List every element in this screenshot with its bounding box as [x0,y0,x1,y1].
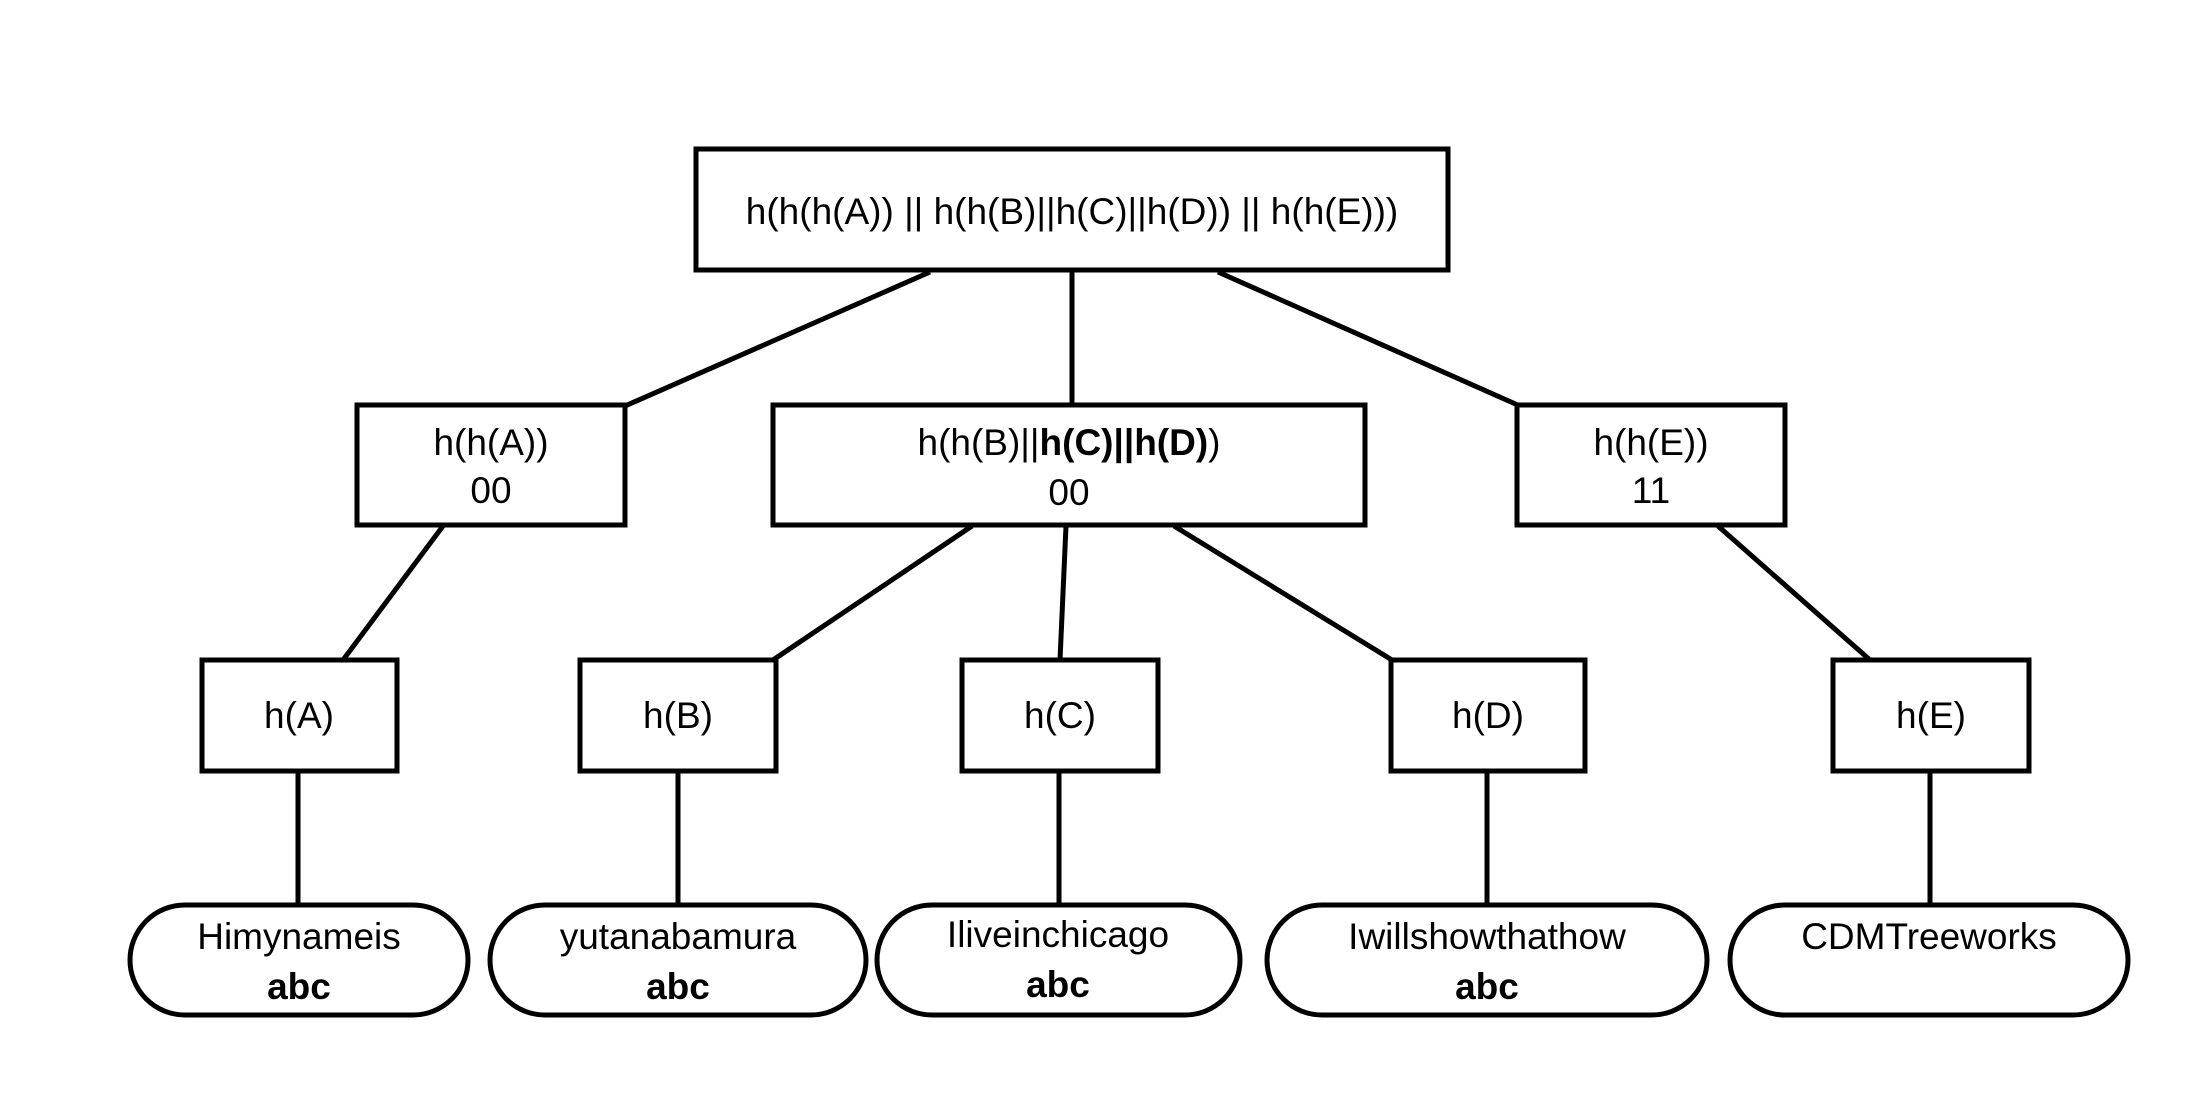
leaf-node-a: Himynameis abc [127,902,471,1018]
leaf-e-box [1727,902,2131,1018]
mid-a-label: h(h(A)) [433,422,548,463]
edge-root-to-mid-e [1216,269,1522,409]
mid-a-box [354,402,628,528]
edge-mid-e-to-hash-e [1716,524,1872,662]
edge-mid-bcd-to-hash-c [1057,525,1069,661]
root-label: h(h(h(A)) || h(h(B)||h(C)||h(D)) || h(h(… [746,191,1398,232]
mid-node-e: h(h(E)) 11 [1514,402,1788,528]
edge-mid-a-to-hash-a [340,524,446,662]
hash-node-b: h(B) [577,657,779,774]
mid-a-bits: 00 [470,470,511,511]
leaf-a-box [127,902,471,1018]
hash-node-d: h(D) [1388,657,1588,774]
leaf-b-box [487,902,869,1018]
edge-mid-bcd-to-hash-d [1172,523,1394,663]
mid-node-bcd: h(h(B)||h(C)||h(D)) 00 [770,402,1368,528]
leaf-node-c: Iliveinchicago abc [874,902,1243,1018]
mid-e-label: h(h(E)) [1593,422,1708,463]
leaf-b-tag: abc [646,966,710,1007]
leaf-c-box [874,902,1243,1018]
mid-bcd-label-run: h(C)||h(D) [1040,422,1209,464]
leaf-node-d: Iwillshowthathow abc [1264,902,1710,1018]
mid-a-label-run: h(h(A)) [433,422,548,463]
leaf-node-b: yutanabamura abc [487,902,869,1018]
hash-c-label: h(C) [1024,695,1096,736]
hash-b-box [577,657,779,774]
hash-a-label: h(A) [264,695,334,736]
leaf-a-text: Himynameis [197,916,401,957]
leaf-c-text: Iliveinchicago [947,914,1169,955]
hash-d-label: h(D) [1452,695,1524,736]
mid-bcd-label: h(h(B)||h(C)||h(D)) [918,422,1221,464]
leaf-node-e: CDMTreeworks [1727,902,2131,1018]
hash-c-box [959,657,1161,774]
mid-bcd-bits: 00 [1048,472,1089,513]
mid-e-label-run: h(h(E)) [1593,422,1708,463]
mid-node-a: h(h(A)) 00 [354,402,628,528]
mid-e-box [1514,402,1788,528]
leaf-d-text: Iwillshowthathow [1348,916,1626,957]
edge-mid-bcd-to-hash-b [771,523,974,663]
leaf-e-text: CDMTreeworks [1801,916,2057,957]
mid-bcd-label-run: ) [1208,422,1220,463]
mid-e-bits: 11 [1632,470,1670,511]
hash-d-box [1388,657,1588,774]
leaf-d-box [1264,902,1710,1018]
hash-node-a: h(A) [199,657,400,774]
mid-bcd-label-run: h(h(B)|| [918,422,1040,463]
hash-b-label: h(B) [643,695,713,736]
hash-a-box [199,657,400,774]
hash-e-label: h(E) [1896,695,1966,736]
tree-edges [295,269,1933,906]
leaf-a-tag: abc [267,966,331,1007]
leaf-b-text: yutanabamura [560,916,797,957]
mid-bcd-box [770,402,1368,528]
root-node: h(h(h(A)) || h(h(B)||h(C)||h(D)) || h(h(… [693,146,1451,273]
hash-node-c: h(C) [959,657,1161,774]
hash-e-box [1830,657,2032,774]
leaf-d-tag: abc [1455,966,1519,1007]
hash-node-e: h(E) [1830,657,2032,774]
root-box [693,146,1451,273]
edge-root-to-mid-a [623,269,932,409]
leaf-c-tag: abc [1026,964,1090,1005]
